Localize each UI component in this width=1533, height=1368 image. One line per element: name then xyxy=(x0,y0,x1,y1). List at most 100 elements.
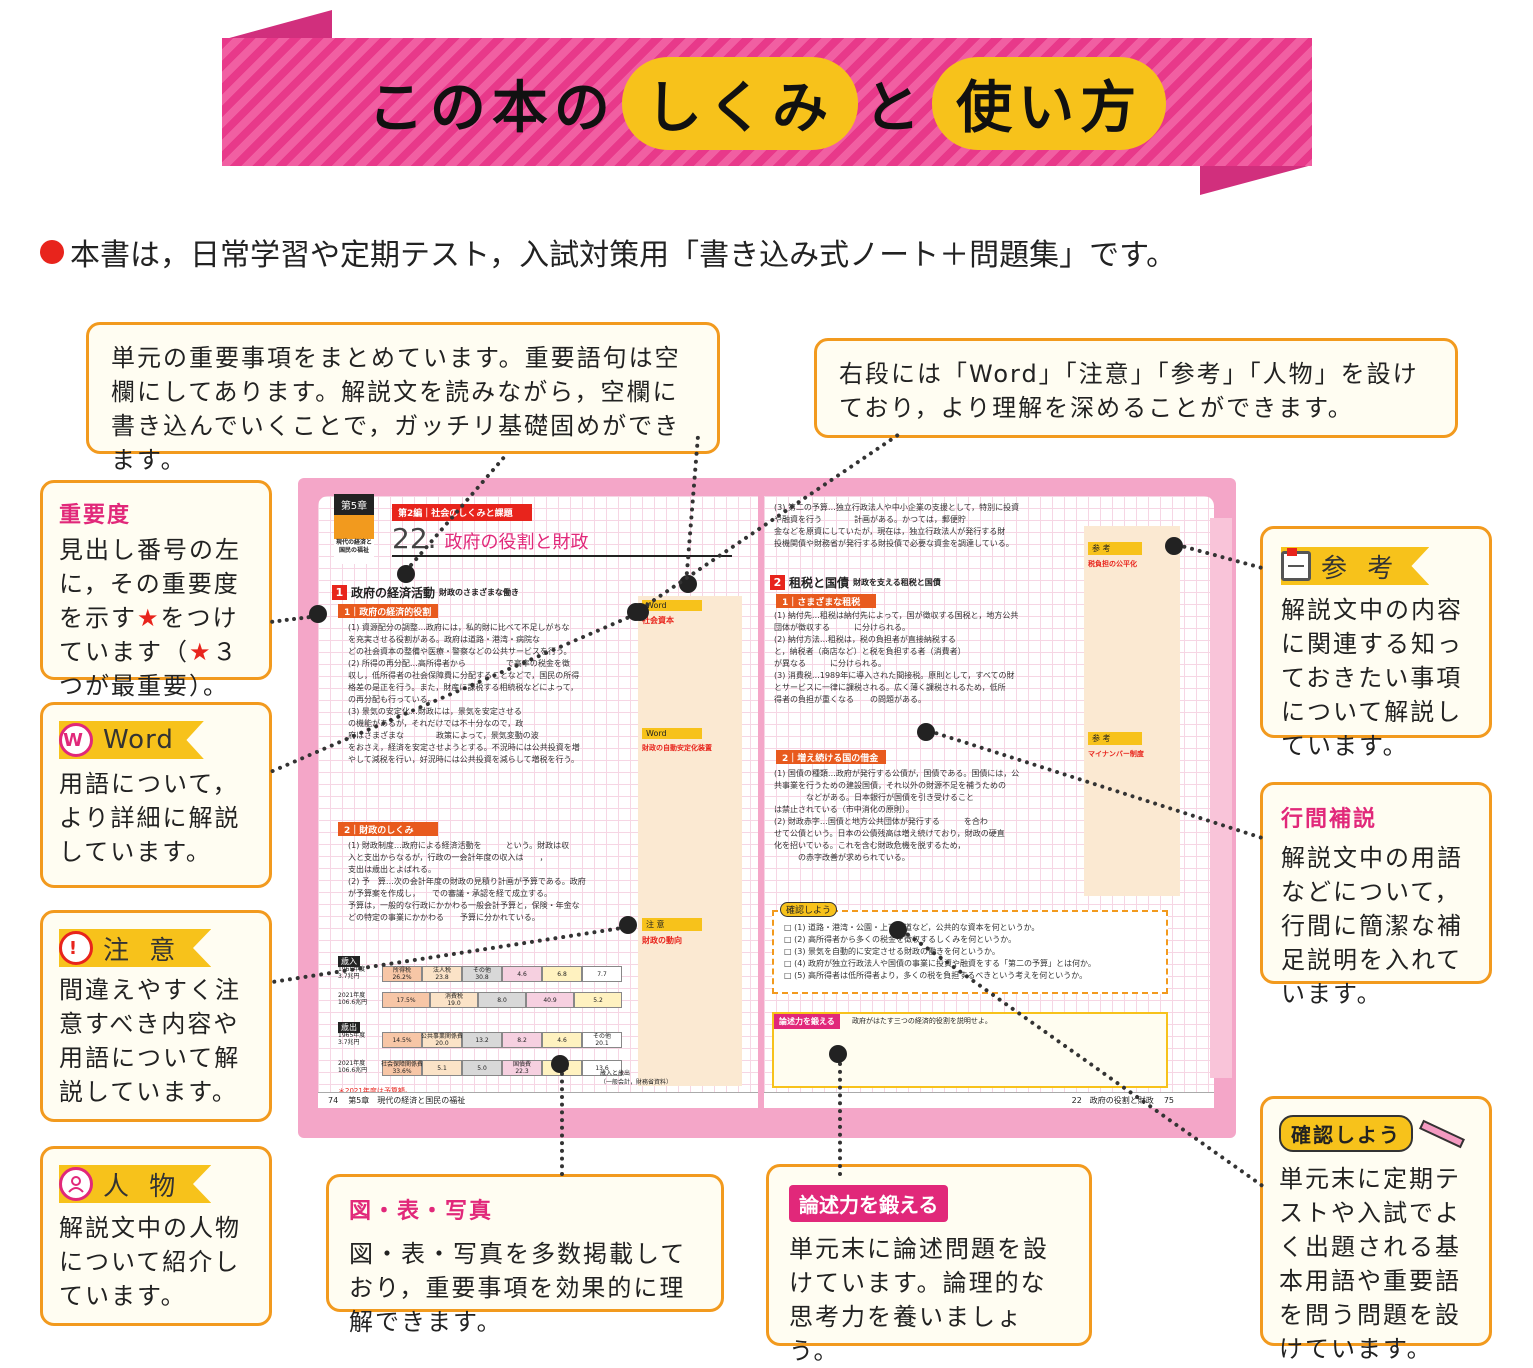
unit-heading: 22. 政府の役割と財政 xyxy=(392,522,732,557)
chart-source: 歳入と歳出 （一般会計，財務省資料） xyxy=(600,1070,673,1086)
callout-caution: ! 注 意 間違えやすく注意すべき内容や用語について解説しています。 xyxy=(40,910,272,1122)
chart-cell: 40.9 xyxy=(526,992,574,1008)
page-title: この本の しくみ と 使い方 xyxy=(222,56,1312,150)
left-side-column xyxy=(638,596,742,1086)
callout-right-column-text: 右段には「Word」「注意」「参考」「人物」を設けており，より理解を深めることが… xyxy=(839,360,1419,422)
page-right-number: 75 xyxy=(1163,1096,1174,1105)
book-spread: 第5章 現代の経済と国民の福祉 第2編｜社会のしくみと課題 22. 政府の役割と… xyxy=(298,478,1236,1138)
interline-text: 解説文中の用語などについて，行間に簡潔な補足説明を入れています。 xyxy=(1281,844,1463,1008)
section-1-title: 政府の経済活動 xyxy=(351,586,436,600)
right-side-column xyxy=(1084,526,1180,896)
reference-box-2-term: マイナンバー制度 xyxy=(1088,750,1144,758)
connector-anchor xyxy=(619,916,637,934)
connector-anchor xyxy=(551,1055,569,1073)
reference-icon xyxy=(1281,548,1311,581)
chart-cell: 5.2 xyxy=(574,992,622,1008)
section-1-sub: 財政のさまざまな働き xyxy=(439,588,520,597)
chart-row-label: 1965年度 3.7兆円 xyxy=(338,966,366,980)
caution-box: 注 意 財政の動向 xyxy=(642,918,738,946)
essay-tag: 論述力を鍛える xyxy=(789,1185,949,1222)
chapter-sub: 現代の経済と国民の福祉 xyxy=(335,539,372,554)
importance-text: 見出し番号の左に，その重要度を示す★をつけています（★３つが最重要）。 xyxy=(59,533,253,703)
importance-text-2: をつけています（ xyxy=(59,604,239,666)
right-body-2: (1) 納付先…租税は納付先によって，国が徴収する国税と，地方公共 団体が徴収す… xyxy=(774,611,1019,704)
title-part3: と xyxy=(864,75,927,141)
book-essay-box: 論述力を鍛える 政府がはたす三つの経済的役割を説明せよ。 xyxy=(772,1012,1168,1088)
callout-interline: 行間補説 解説文中の用語などについて，行間に簡潔な補足説明を入れています。 xyxy=(1260,782,1492,1008)
check-label: 確認しよう xyxy=(1279,1115,1413,1152)
chart-row-label: 2021年度 106.6兆円 xyxy=(338,1060,368,1074)
chart-expense-label: 歳出 xyxy=(338,1022,360,1033)
callout-person: 人 物 解説文中の人物について紹介しています。 xyxy=(40,1146,272,1326)
connector-anchor xyxy=(627,603,645,621)
book-page-right: (3) 第二の予算…独立行政法人や中小企業の支援として，特別に投資 や融資を行う… xyxy=(764,496,1214,1108)
right-body-3: (1) 国債の種類…政府が発行する公債が，国債である。国債には，公共事業を行うた… xyxy=(774,769,1020,862)
connector-anchor xyxy=(309,605,327,623)
caution-box-label: 注 意 xyxy=(642,918,702,931)
word-icon: W xyxy=(59,723,93,757)
intro-line: 本書は，日常学習や定期テスト，入試対策用「書き込み式ノート＋問題集」です。 xyxy=(40,230,1176,274)
unit-number: 22. xyxy=(392,522,437,555)
connector-line xyxy=(560,1064,564,1176)
word-box-1: Word 社会資本 xyxy=(642,600,738,626)
callout-figure: 図・表・写真 図・表・写真を多数掲載しており，重要事項を効果的に理解できます。 xyxy=(326,1174,724,1336)
book-check-items: □ (1) 道路・港湾・公園・上下水道など，公共的な資本を何というか。 □ (2… xyxy=(784,922,1154,982)
book-check-item: □ (1) 道路・港湾・公園・上下水道など，公共的な資本を何というか。 xyxy=(784,923,1040,932)
chart-cell: 7.7 xyxy=(582,966,622,982)
chart-cell: 公共事業関係費 20.0 xyxy=(421,1032,464,1048)
page-right-footer-text: 22 政府の役割と財政 xyxy=(1071,1096,1154,1105)
subsection-2-bar: 2｜財政のしくみ xyxy=(338,822,438,836)
chapter-badge: 第5章 現代の経済と国民の福祉 xyxy=(334,494,374,564)
callout-summary-text: 単元の重要事項をまとめています。重要語句は空欄にしてあります。解説文を読みながら… xyxy=(111,344,681,474)
subsection-3-bar: 1｜さまざまな租税 xyxy=(776,594,876,608)
book-check-item: □ (4) 政府が独立行政法人や国債の事業に投資や融資をする「第二の予算」とは何… xyxy=(784,959,1096,968)
check-text: 単元末に定期テストや入試でよく出題される基本用語や重要語を問う問題を設けています… xyxy=(1279,1165,1461,1363)
page-right-footer: 22 政府の役割と財政 75 xyxy=(764,1092,1214,1108)
connector-anchor xyxy=(1165,537,1183,555)
chart-row-label: 1965年度 3.7兆円 xyxy=(338,1032,366,1046)
word-box-1-term: 社会資本 xyxy=(642,616,674,625)
subsection-4-bar: 2｜増え続ける国の借金 xyxy=(776,750,886,764)
chart-cell: 5.1 xyxy=(422,1060,462,1076)
reference-box-1-term: 税負担の公平化 xyxy=(1088,560,1137,568)
page-left-number: 74 xyxy=(328,1096,339,1105)
importance-title: 重要度 xyxy=(59,503,132,528)
chapter-icon xyxy=(334,515,374,539)
caution-tag: ! 注 意 xyxy=(59,929,212,967)
right-body-1: (3) 第二の予算…独立行政法人や中小企業の支援として，特別に投資 や融資を行う… xyxy=(774,503,1020,548)
importance-text-3: ３つが最重要）。 xyxy=(59,638,239,700)
word-box-2-label: Word xyxy=(642,728,702,739)
left-body-2: (1) 財政制度…政府による経済活動を という。財政は収 入と支出からなるが，行… xyxy=(348,841,586,922)
caution-box-term: 財政の動向 xyxy=(642,936,682,945)
book-essay-question: 政府がはたす三つの経済的役割を説明せよ。 xyxy=(852,1017,992,1025)
chart-cell: 所得税 26.2% xyxy=(382,966,422,982)
section-2-heading: 2 租税と国債 財政を支える租税と国債 xyxy=(770,574,941,591)
chart-cell: その他 30.8 xyxy=(462,966,502,982)
reference-tag: 参 考 xyxy=(1281,547,1430,585)
reference-box-2: 参 考 マイナンバー制度 xyxy=(1088,732,1176,759)
star-icon: ★ xyxy=(189,638,213,666)
chart-cell: 17.5% xyxy=(382,992,430,1008)
chart-cell: 13.2 xyxy=(462,1032,502,1048)
connector-anchor xyxy=(917,723,935,741)
chart-cell: 14.5% xyxy=(382,1032,422,1048)
caution-icon: ! xyxy=(59,931,93,965)
page-left-footer-text: 第5章 現代の経済と国民の福祉 xyxy=(348,1096,466,1105)
chapter-label: 第5章 xyxy=(334,494,374,515)
interline-title: 行間補説 xyxy=(1281,807,1378,832)
chart-cell: 13.6 xyxy=(582,1060,622,1076)
book-check-item: □ (5) 高所得者は低所得者より，多くの税を負担するべきという考えを何というか… xyxy=(784,971,1088,980)
connector-anchor xyxy=(829,1045,847,1063)
word-text: 用語について，より詳細に解説しています。 xyxy=(59,770,241,866)
reference-box-1: 参 考 税負担の公平化 xyxy=(1088,542,1176,569)
chart-cell: 8.0 xyxy=(478,992,526,1008)
person-text: 解説文中の人物について紹介しています。 xyxy=(59,1214,241,1310)
red-bullet-icon xyxy=(40,240,64,264)
essay-label: 論述力を鍛える xyxy=(799,1193,939,1217)
chart-cell: その他 20.1 xyxy=(582,1032,622,1048)
word-box-2-term: 財政の自動安定化装置 xyxy=(642,744,712,752)
unit-title: 政府の役割と財政 xyxy=(444,532,589,553)
connector-anchor xyxy=(679,575,697,593)
importance-text-1: 見出し番号の左に，その重要度を示す xyxy=(59,536,241,632)
